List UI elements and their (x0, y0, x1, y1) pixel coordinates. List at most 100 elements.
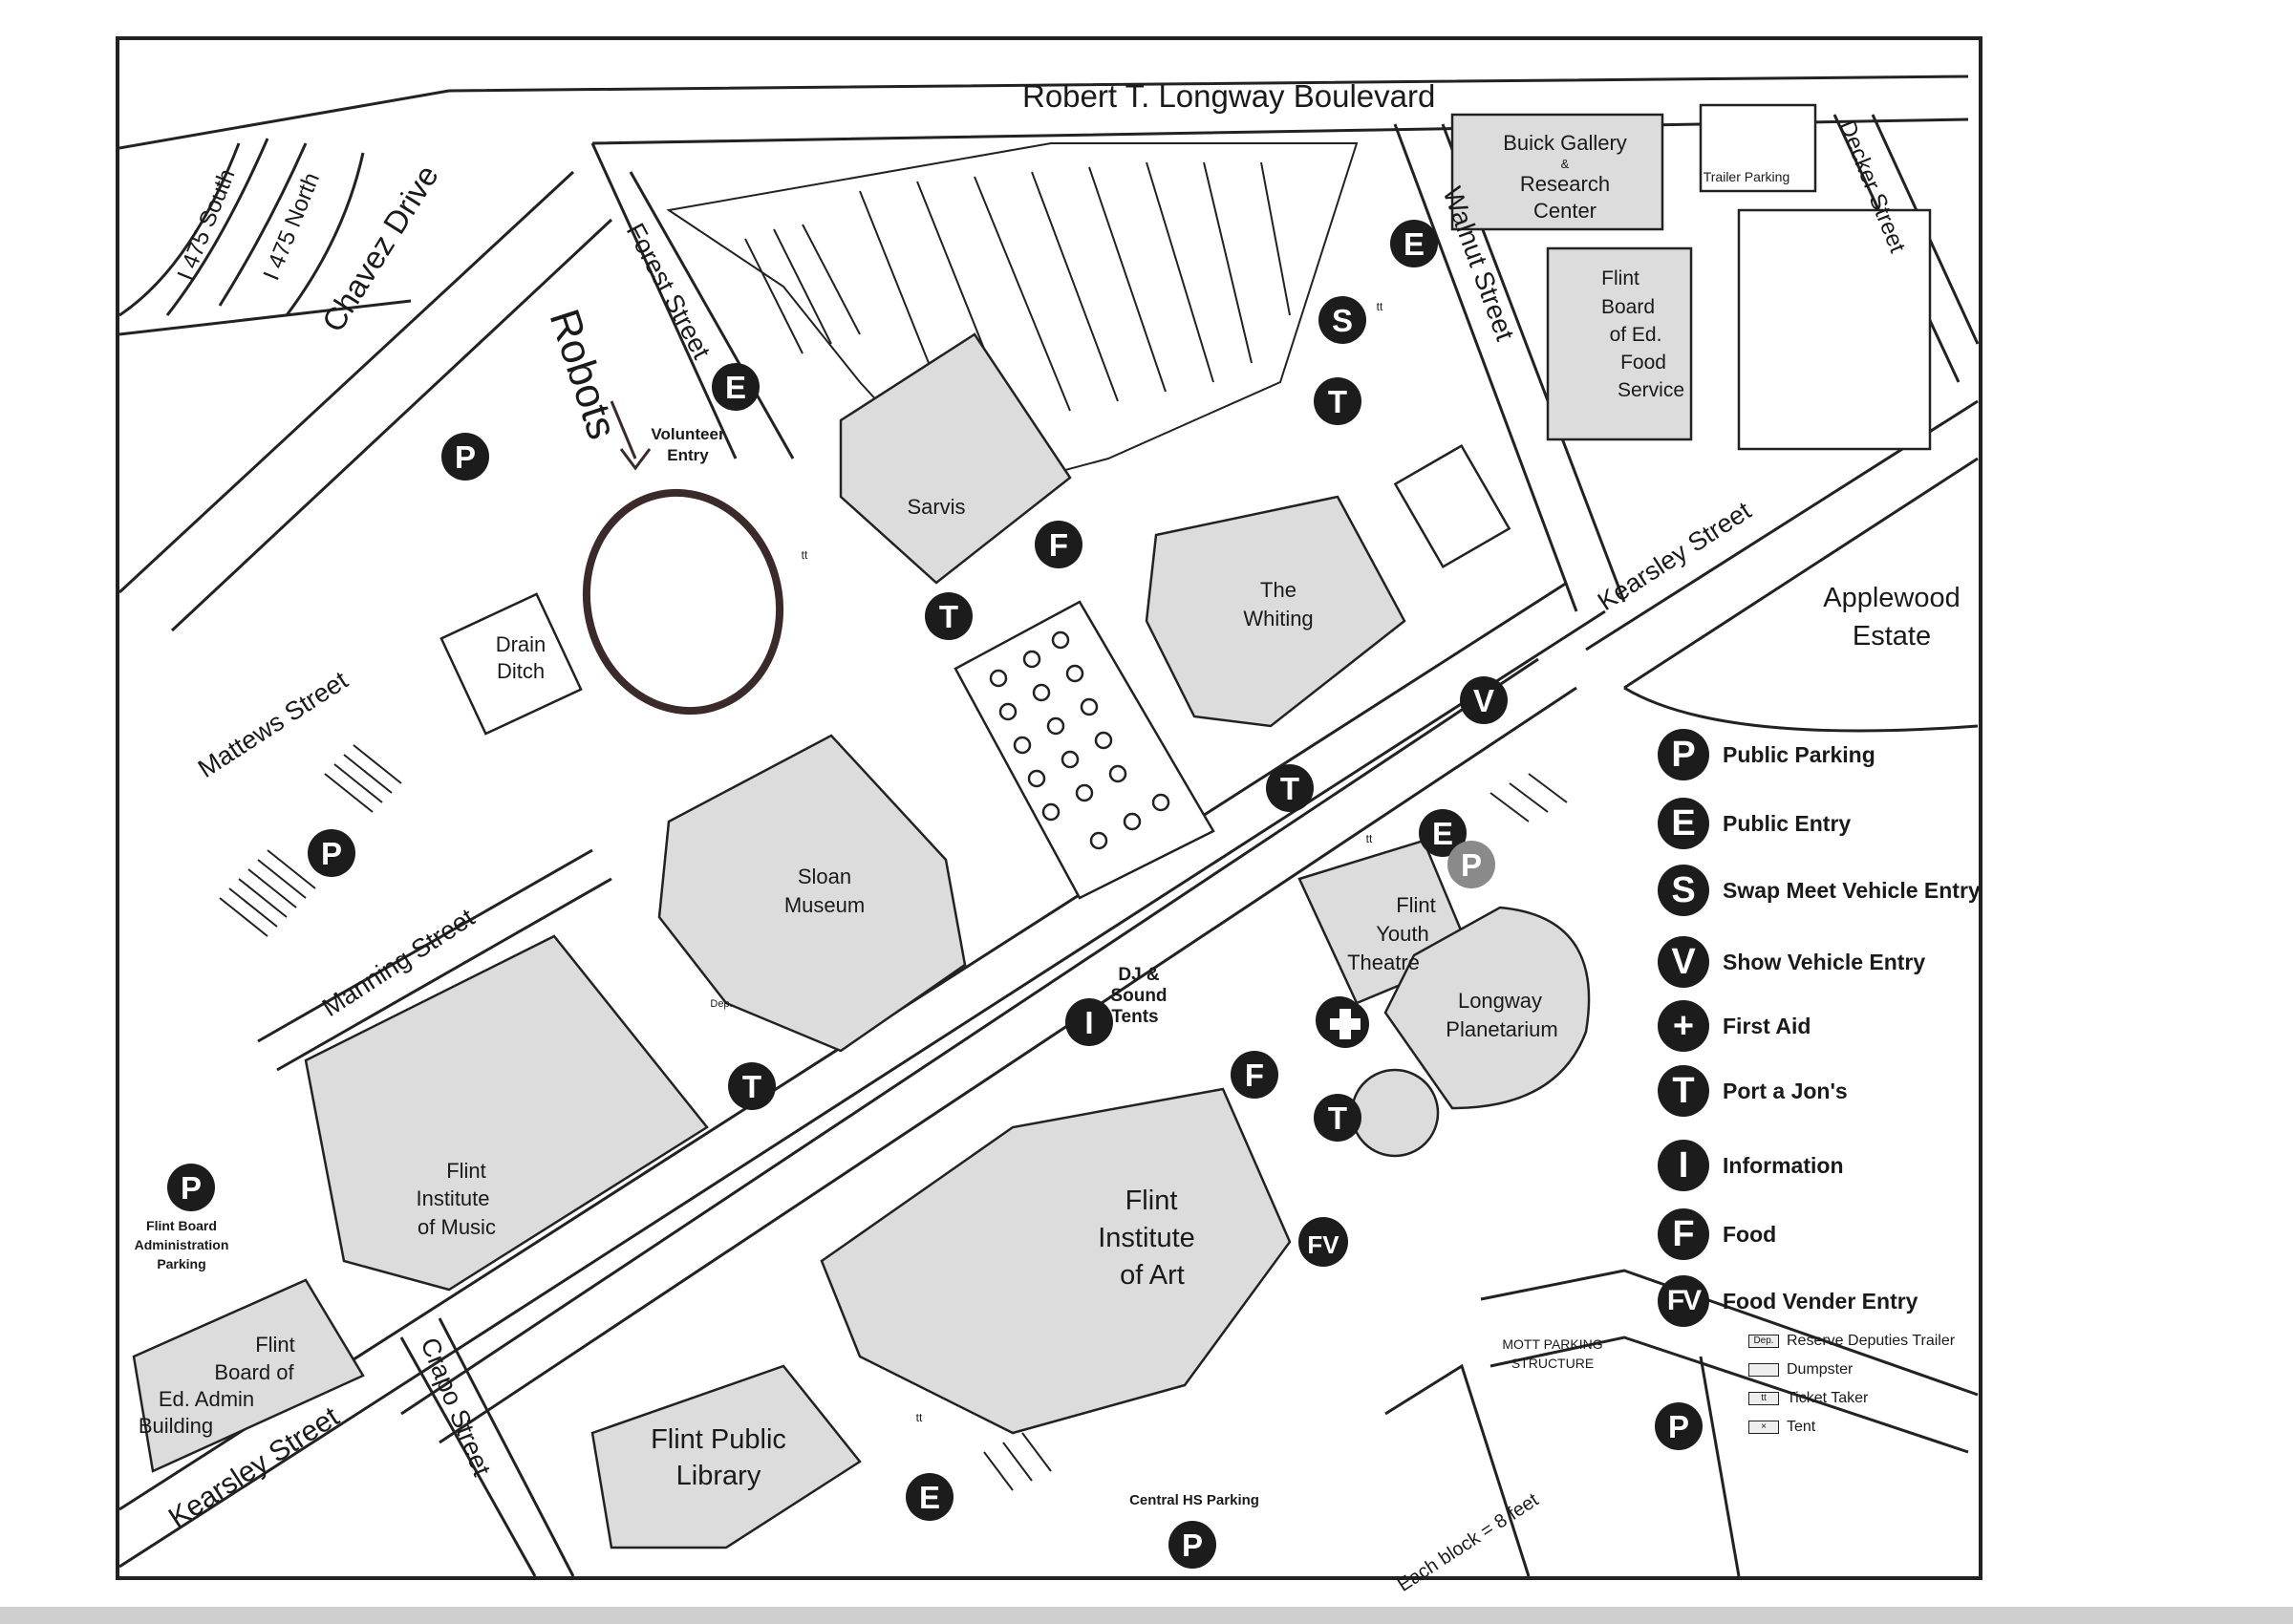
label-ticket-taker-3: tt (1377, 300, 1383, 313)
handwritten-circle (582, 488, 784, 716)
label-ticket-taker-4: tt (802, 548, 808, 562)
legend-label: Port a Jon's (1723, 1078, 1848, 1103)
handwritten-arrow (610, 400, 652, 471)
marker-letter: P (455, 439, 476, 475)
building-institute-music (304, 934, 709, 1292)
marker-circle (1035, 521, 1082, 568)
label-admin-1: Flint (255, 1333, 295, 1357)
marker-e-0: E (712, 363, 760, 411)
label-art-1: Flint (1125, 1186, 1178, 1216)
label-admin-parking-3: Parking (157, 1256, 205, 1271)
label-whiting-1: The (1260, 578, 1297, 602)
marker-letter: F (1049, 527, 1068, 563)
marker-letter: T (1280, 771, 1299, 806)
marker-circle (1390, 220, 1438, 267)
marker-letter: P (1461, 847, 1482, 883)
label-admin-2: Board of (214, 1360, 294, 1384)
label-buick-2: & (1561, 157, 1570, 171)
label-admin-4: Building (139, 1414, 213, 1438)
marker-t-3: T (1314, 377, 1361, 425)
building-board-food-service (1546, 246, 1693, 441)
marker-letter: P (321, 836, 342, 871)
legend-swap-meet: S Swap Meet Vehicle Entry (1658, 865, 1981, 916)
label-ticket-taker-1: tt (1366, 832, 1373, 845)
label-planetarium-1: Longway (1458, 989, 1542, 1013)
building-planetarium (1383, 906, 1591, 1110)
marker-p-11: P (308, 829, 355, 877)
legend-ticket-taker: tt Ticket Taker (1748, 1390, 1868, 1407)
information-icon: I (1658, 1140, 1709, 1191)
marker-letter: I (1084, 1005, 1093, 1040)
marker-circle (167, 1164, 215, 1211)
label-library-2: Library (676, 1461, 761, 1491)
marker-i-12: I (1065, 998, 1113, 1046)
legend-label: Tent (1787, 1419, 1816, 1435)
show-vehicle-icon: V (1658, 936, 1709, 988)
marker-e-18: E (906, 1473, 954, 1521)
building-the-whiting (1145, 495, 1406, 728)
marker-e-1: E (1390, 220, 1438, 267)
marker-s-2: S (1318, 296, 1366, 344)
parking-icon: P (1658, 729, 1709, 780)
marker-p-4: P (441, 433, 489, 481)
marker-letter: E (919, 1480, 940, 1515)
label-buick-1: Buick Gallery (1503, 131, 1627, 155)
label-admin-parking-2: Administration (135, 1237, 229, 1252)
marker-e-9: E (1419, 809, 1467, 857)
label-dj-1: DJ & (1118, 965, 1160, 985)
marker-fv-16: FV (1298, 1217, 1348, 1267)
tent-grid (954, 600, 1215, 900)
deputies-trailer-icon: Dep. (1748, 1335, 1779, 1348)
marker-circle (1318, 296, 1366, 344)
label-music-1: Flint (446, 1159, 486, 1183)
legend-dumpster: Dumpster (1748, 1361, 1853, 1378)
tent-icon: × (1748, 1421, 1779, 1434)
label-dj-2: Sound (1110, 986, 1167, 1006)
legend-label: First Aid (1723, 1013, 1811, 1038)
label-central-hs: Central HS Parking (1129, 1492, 1259, 1508)
marker-circle (1447, 841, 1495, 888)
label-mott-2: STRUCTURE (1511, 1356, 1594, 1371)
swap-meet-icon: S (1658, 865, 1709, 916)
marker-t-6: T (925, 592, 973, 640)
legend-label: Public Entry (1723, 810, 1852, 836)
legend-label: Ticket Taker (1787, 1390, 1869, 1406)
marker-letter: S (1332, 303, 1353, 338)
label-buick-3: Research (1520, 172, 1610, 196)
food-icon: F (1658, 1208, 1709, 1260)
marker-p-20: P (1168, 1521, 1216, 1569)
marker-t-14: T (1314, 1094, 1361, 1142)
label-buick-4: Center (1533, 199, 1597, 223)
marker-t-15: T (728, 1062, 776, 1110)
food-vender-icon: FV (1658, 1275, 1709, 1327)
building-sarvis (839, 332, 1072, 585)
marker-v-7: V (1460, 676, 1508, 724)
building-public-library (590, 1364, 862, 1549)
label-dj-3: Tents (1111, 1007, 1158, 1027)
legend-label: Swap Meet Vehicle Entry (1723, 877, 1981, 903)
road-network (118, 75, 1980, 1577)
legend-label: Reserve Deputies Trailer (1787, 1333, 1956, 1349)
label-whiting-2: Whiting (1243, 607, 1313, 630)
marker-letter: T (939, 599, 958, 634)
label-youth-2: Youth (1376, 922, 1428, 946)
marker-first-aid (1321, 1000, 1369, 1048)
planetarium-dome (1350, 1068, 1440, 1158)
drain-ditch-area (439, 592, 583, 736)
label-applewood-1: Applewood (1823, 583, 1961, 613)
building-annex-whiting (1393, 443, 1511, 569)
marker-letter: V (1473, 683, 1494, 718)
label-food-2: Board (1601, 296, 1655, 318)
label-volunteer-1: Volunteer (651, 425, 725, 443)
ticket-taker-icon: tt (1748, 1392, 1779, 1405)
label-music-2: Institute (416, 1186, 489, 1210)
label-art-3: of Art (1120, 1260, 1185, 1291)
